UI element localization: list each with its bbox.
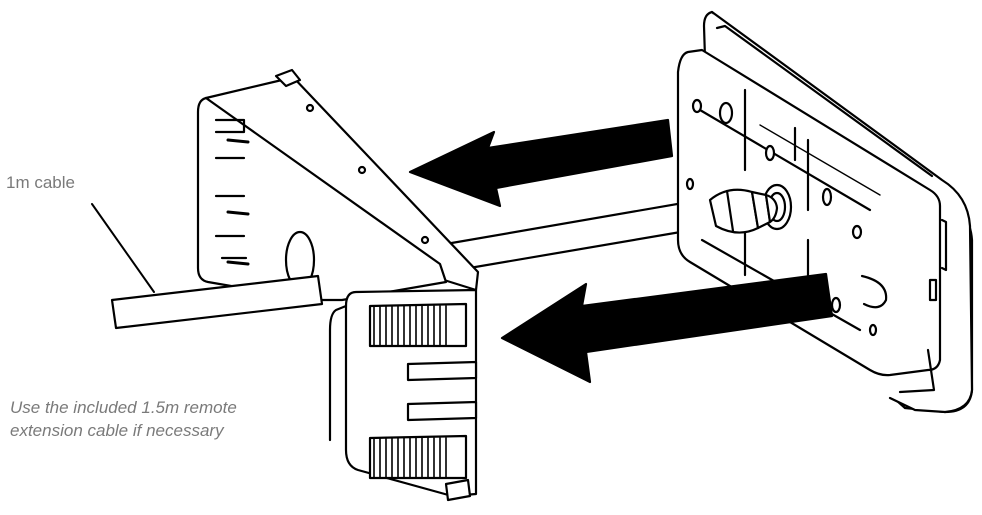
arrow-left-icon (500, 272, 834, 384)
extension-cable-note: Use the included 1.5m remote extension c… (10, 398, 237, 440)
arrow-lower (500, 272, 834, 384)
arrow-left-icon (408, 118, 674, 208)
bracket-ratchet-upper (368, 302, 468, 348)
arrow-upper (408, 118, 674, 208)
cable-label-leader (91, 203, 155, 293)
mounting-bracket (196, 68, 480, 502)
cable-rear-segment (438, 196, 718, 274)
cable-front-segment (110, 274, 324, 330)
cable-length-label: 1m cable (6, 173, 75, 192)
bracket-ratchet-lower (368, 434, 468, 480)
cable-plug (708, 188, 779, 234)
